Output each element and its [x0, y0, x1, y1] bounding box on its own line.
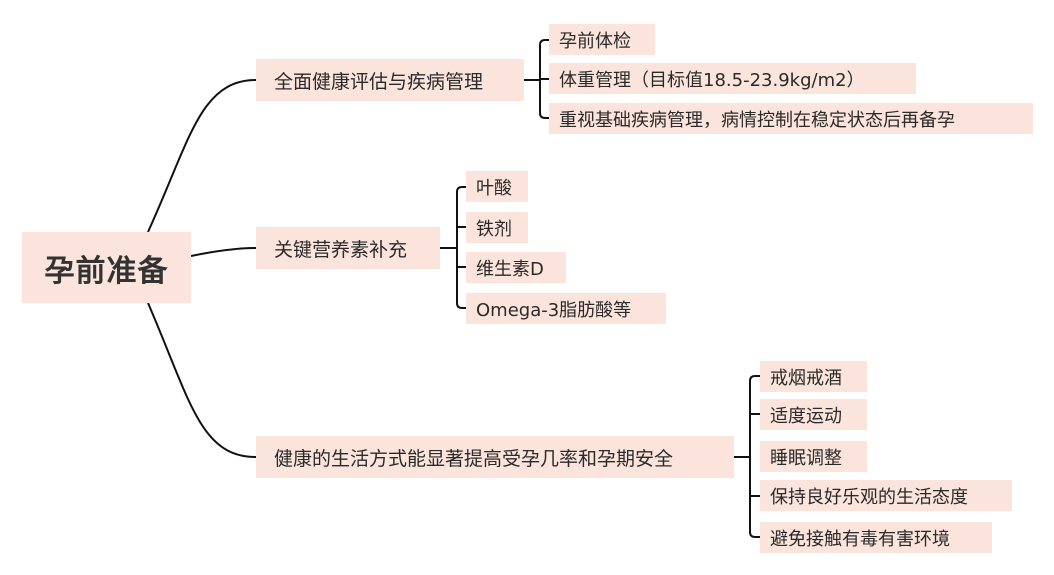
leaf-node-moderate-exercise[interactable]: 适度运动	[760, 399, 867, 430]
branch-node-health-assessment[interactable]: 全面健康评估与疾病管理	[256, 59, 524, 101]
connector-root-branch-2	[190, 247, 257, 257]
connector-branch-2-bracket	[456, 186, 466, 309]
leaf-node-sleep-adjustment[interactable]: 睡眠调整	[760, 441, 867, 472]
leaf-node-vitamin-d[interactable]: 维生素D	[466, 252, 566, 283]
branch-node-key-nutrients[interactable]: 关键营养素补充	[256, 227, 440, 269]
leaf-node-iron[interactable]: 铁剂	[466, 212, 528, 243]
leaf-node-prepregnancy-checkup[interactable]: 孕前体检	[549, 24, 655, 55]
connector-root-branch-3	[147, 302, 257, 458]
leaf-node-omega-3[interactable]: Omega-3脂肪酸等	[466, 293, 666, 324]
leaf-node-avoid-toxic-environment[interactable]: 避免接触有毒有害环境	[760, 522, 992, 553]
leaf-node-positive-attitude[interactable]: 保持良好乐观的生活态度	[760, 480, 1012, 511]
leaf-node-folic-acid[interactable]: 叶酸	[466, 171, 528, 202]
connector-branch-3-bracket	[749, 375, 760, 538]
connector-root-branch-1	[147, 79, 257, 233]
leaf-node-weight-management[interactable]: 体重管理（目标值18.5-23.9kg/m2）	[549, 63, 916, 94]
leaf-node-chronic-disease-management[interactable]: 重视基础疾病管理，病情控制在稳定状态后再备孕	[549, 103, 1033, 134]
branch-node-healthy-lifestyle[interactable]: 健康的生活方式能显著提高受孕几率和孕期安全	[256, 436, 734, 478]
root-node[interactable]: 孕前准备	[22, 232, 191, 303]
leaf-node-quit-smoking-drinking[interactable]: 戒烟戒酒	[760, 361, 867, 392]
